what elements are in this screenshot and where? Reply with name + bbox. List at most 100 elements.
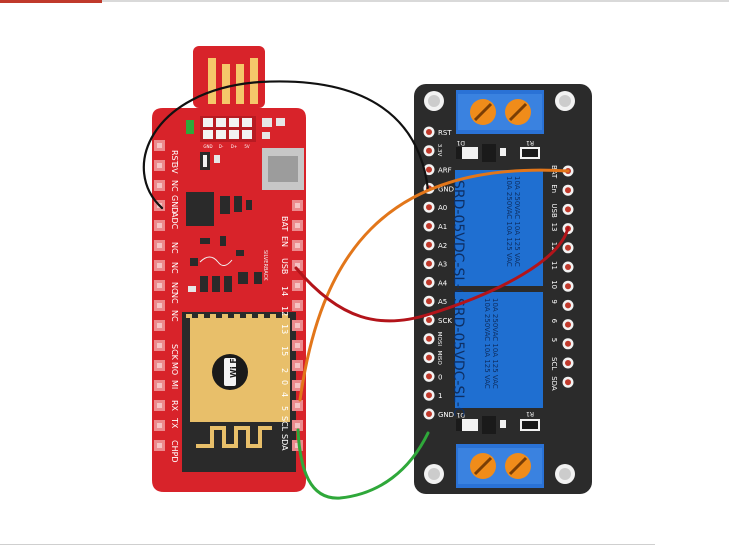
screw-terminal-top <box>456 90 544 134</box>
smd-part <box>500 420 506 428</box>
relay-pin-label: A1 <box>438 223 447 231</box>
relay-pin-label: MOSI <box>436 332 442 347</box>
smd-part <box>220 196 230 214</box>
wires <box>142 80 570 500</box>
wire-green <box>296 428 430 500</box>
smd-part <box>276 118 285 126</box>
mcu-pin-label: SCL <box>280 416 289 432</box>
mcu-pin-label: 14 <box>280 286 289 296</box>
smd-part <box>500 148 506 156</box>
relay-pin-label: ARF <box>438 167 452 175</box>
green-led <box>186 120 194 134</box>
mcu-pin-label: 13 <box>280 324 289 334</box>
mcu-pin-label: 3V <box>170 163 179 174</box>
smd-part <box>234 196 242 212</box>
top-rule <box>0 0 729 2</box>
usb-header: GND D- D+ 5V <box>200 116 256 149</box>
mcu-pin-label: NC <box>170 282 179 294</box>
relay-pin-label: A5 <box>438 298 447 306</box>
relay-pin-label: A4 <box>438 279 448 287</box>
mcu-pin-label: CHPD <box>170 440 179 463</box>
relay-pin-label: 11 <box>550 261 558 270</box>
transistor <box>482 144 496 162</box>
relay-model: SRD-05VDC-SL-C <box>450 298 466 417</box>
label-r1: R1 <box>526 139 534 146</box>
relay-pin-label: A2 <box>438 242 447 250</box>
relay-pin-label: A0 <box>438 204 447 212</box>
mcu-right-header <box>292 200 303 451</box>
usb-pin-label: D+ <box>231 144 237 149</box>
mcu-pin-label: NC <box>170 292 179 304</box>
micro-usb-port <box>268 156 298 182</box>
smd-part <box>190 258 198 266</box>
wifi-module: Wi Fi <box>182 312 296 472</box>
mcu-pin-label: MO <box>170 362 179 375</box>
relay-pin-label: RST <box>438 129 452 137</box>
smd-part <box>188 286 196 292</box>
smd-part <box>238 272 248 284</box>
relay-rating: 10A 250VAC 10A 125 VAC <box>513 176 521 267</box>
transistor <box>482 416 496 434</box>
silverback-logo <box>199 256 233 266</box>
smd-part <box>262 132 270 139</box>
relay-2: SRD-05VDC-SL-C 10A 250VAC 10A 125 VAC 10… <box>450 292 543 417</box>
mcu-pin-label: ADC <box>170 212 179 230</box>
label-r1: R1 <box>526 410 534 417</box>
mcu-pin-label: NC <box>170 262 179 274</box>
smd-part <box>200 238 210 244</box>
relay-pin-label: En <box>550 184 558 193</box>
relay-pin-label: 12 <box>550 242 558 251</box>
relay-left-header: RST3.3VARFGNDA0A1A2A3A4A5SCKMOSIMISO01GN… <box>423 126 454 420</box>
relay-1: SRD-05VDC-SL-C 10A 250VAC 10A 125 VAC 10… <box>450 170 543 299</box>
mcu-pin-label: RST <box>170 150 179 166</box>
mcu-board: GND D- D+ 5V <box>152 46 306 492</box>
usb-pin-label: GND <box>203 144 212 149</box>
mcu-pin-label: 5 <box>280 406 289 411</box>
mcu-pin-label: TX <box>170 417 179 429</box>
mcu-pin-label: NC <box>170 180 179 192</box>
usb-pin-label: 5V <box>244 144 250 149</box>
relay-pin-label: 5 <box>550 338 558 342</box>
mcu-pin-label: NC <box>170 310 179 322</box>
top-accent-bar <box>0 0 102 3</box>
mcu-pin-label: BAT <box>280 216 289 231</box>
relay-pin-label: GND <box>438 185 454 193</box>
smd-part <box>200 276 208 292</box>
relay-model: SRD-05VDC-SL-C <box>450 180 466 299</box>
pcb-antenna <box>196 426 272 448</box>
relay-rating: 10A 250VAC 10A 125 VAC <box>505 176 513 267</box>
mcu-pin-label: 4 <box>280 392 289 397</box>
smd-part <box>224 276 232 292</box>
relay-pin-label: 9 <box>550 299 558 303</box>
smd-part <box>246 200 252 210</box>
mcu-pin-label: 12 <box>280 306 289 316</box>
screw-terminal-bottom <box>456 444 544 488</box>
silk-text: SILVERBACK <box>262 250 268 281</box>
mcu-pin-label: NC <box>170 242 179 254</box>
relay-pin-label: SCL <box>550 357 558 370</box>
wire-black <box>142 80 430 210</box>
mcu-pin-label: GND <box>170 195 179 213</box>
mcu-pin-label: 15 <box>280 346 289 356</box>
mcu-pin-label: SDA <box>280 434 289 451</box>
mcu-pin-label: 2 <box>280 368 289 373</box>
relay-pin-label: 0 <box>438 373 442 381</box>
relay-pin-label: 1 <box>438 392 442 400</box>
mcu-pin-label: RX <box>170 400 179 412</box>
relay-pin-label: SDA <box>550 376 558 391</box>
relay-pin-label: BAT <box>550 165 558 179</box>
mcu-chip <box>186 192 214 226</box>
relay-pin-label: USB <box>550 203 558 218</box>
mcu-pin-label: MI <box>170 380 179 389</box>
bottom-rule <box>0 544 655 545</box>
usb-contact <box>208 58 216 104</box>
label-d1: D1 <box>456 411 465 418</box>
smd-part <box>254 272 262 284</box>
relay-pin-label: MISO <box>436 351 442 366</box>
relay-rating: 10A 250VAC 10A 125 VAC <box>491 298 499 389</box>
mcu-pin-label: 0 <box>280 380 289 385</box>
usb-contact <box>250 58 258 104</box>
relay-pin-label: A3 <box>438 261 447 269</box>
